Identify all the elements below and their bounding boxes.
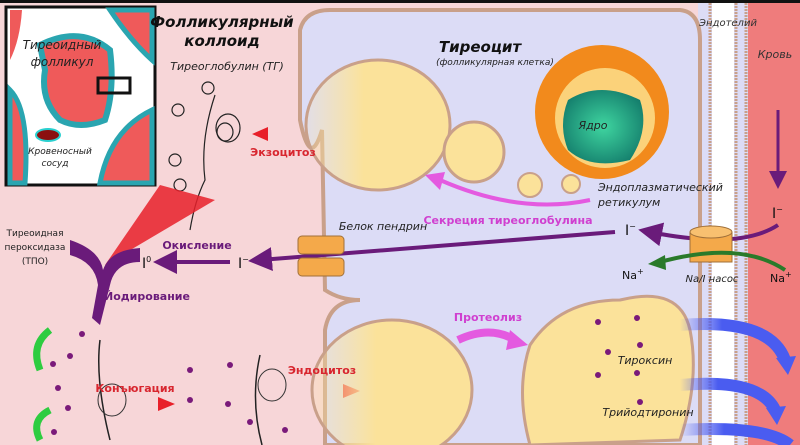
thyrocyte-title: Тиреоцит [439, 38, 523, 56]
endothelium-label: Эндотелий [698, 18, 757, 29]
colloid-title-1: Фолликулярный [150, 13, 294, 31]
inset-follicle-label-2: фолликул [31, 55, 94, 69]
hormone-iodine-atoms [595, 315, 643, 405]
colloid-title-2: коллоид [184, 32, 259, 50]
iodide-transport-arrow [248, 230, 616, 272]
sodium-arrow [659, 250, 787, 272]
secretory-vesicle-small [561, 174, 581, 194]
pendrin-protein [297, 235, 345, 277]
sodium-ion-blood: Na+ [770, 270, 792, 285]
iodine-atom: I0 [142, 255, 151, 272]
follicle-inset: Тиреоидный фолликул Кровеносный сосуд [4, 5, 157, 187]
na-i-pump [689, 225, 733, 263]
tpo-label-3: (ТПО) [22, 257, 48, 267]
nucleus-label: Ядро [578, 119, 608, 132]
er-label-2: ретикулум [597, 196, 660, 209]
blood-region [748, 3, 800, 445]
inset-vessel-label-2: сосуд [42, 159, 69, 169]
inset-vessel-label-1: Кровеносный [28, 147, 92, 157]
iodide-ion-blood: I− [772, 205, 783, 222]
proteolysis-label: Протеолиз [454, 311, 522, 324]
exocytic-vesicle [304, 58, 452, 192]
thyroglobulin-label: Тиреоглобулин (ТГ) [170, 60, 283, 73]
tpo-label-1: Тиреоидная [6, 229, 64, 239]
pendrin-label: Белок пендрин [339, 220, 427, 233]
er-label-1: Эндоплазматический [597, 181, 723, 194]
secretory-vesicle-large [442, 120, 506, 184]
iodination-label: Йодирование [104, 290, 190, 303]
endothelium-gap [712, 3, 734, 445]
iodide-ion-colloid: I− [238, 255, 249, 272]
conjugation-label: Конъюгация [95, 382, 174, 395]
thyroglobulin-flow [105, 185, 215, 265]
nucleus-er [535, 45, 669, 179]
thyroxine-label: Тироксин [618, 354, 673, 367]
sodium-ion-cell: Na+ [622, 267, 644, 282]
iodinated-thyroglobulin [33, 327, 288, 445]
tpo-enzyme [70, 240, 140, 325]
inset-follicle-label-1: Тиреоидный [23, 38, 102, 52]
exocytosis-label: Экзоцитоз [250, 146, 316, 159]
secretion-label: Секреция тиреоглобулина [423, 214, 592, 227]
pump-label: Na/I насос [686, 274, 739, 285]
endocytosis-label: Эндоцитоз [288, 364, 356, 377]
endocytic-vesicle [310, 318, 474, 445]
iodide-ion-cell: I− [625, 222, 636, 239]
oxidation-label: Окисление [162, 239, 231, 252]
hormone-release-arrows [679, 318, 796, 445]
secretory-vesicle-medium [517, 172, 543, 198]
triiodothyronine-label: Трийодтиронин [602, 406, 693, 419]
blood-label: Кровь [758, 48, 793, 61]
top-border [0, 0, 800, 3]
thyrocyte-subtitle: (фолликулярная клетка) [436, 58, 554, 68]
tpo-label-2: пероксидаза [5, 243, 66, 253]
